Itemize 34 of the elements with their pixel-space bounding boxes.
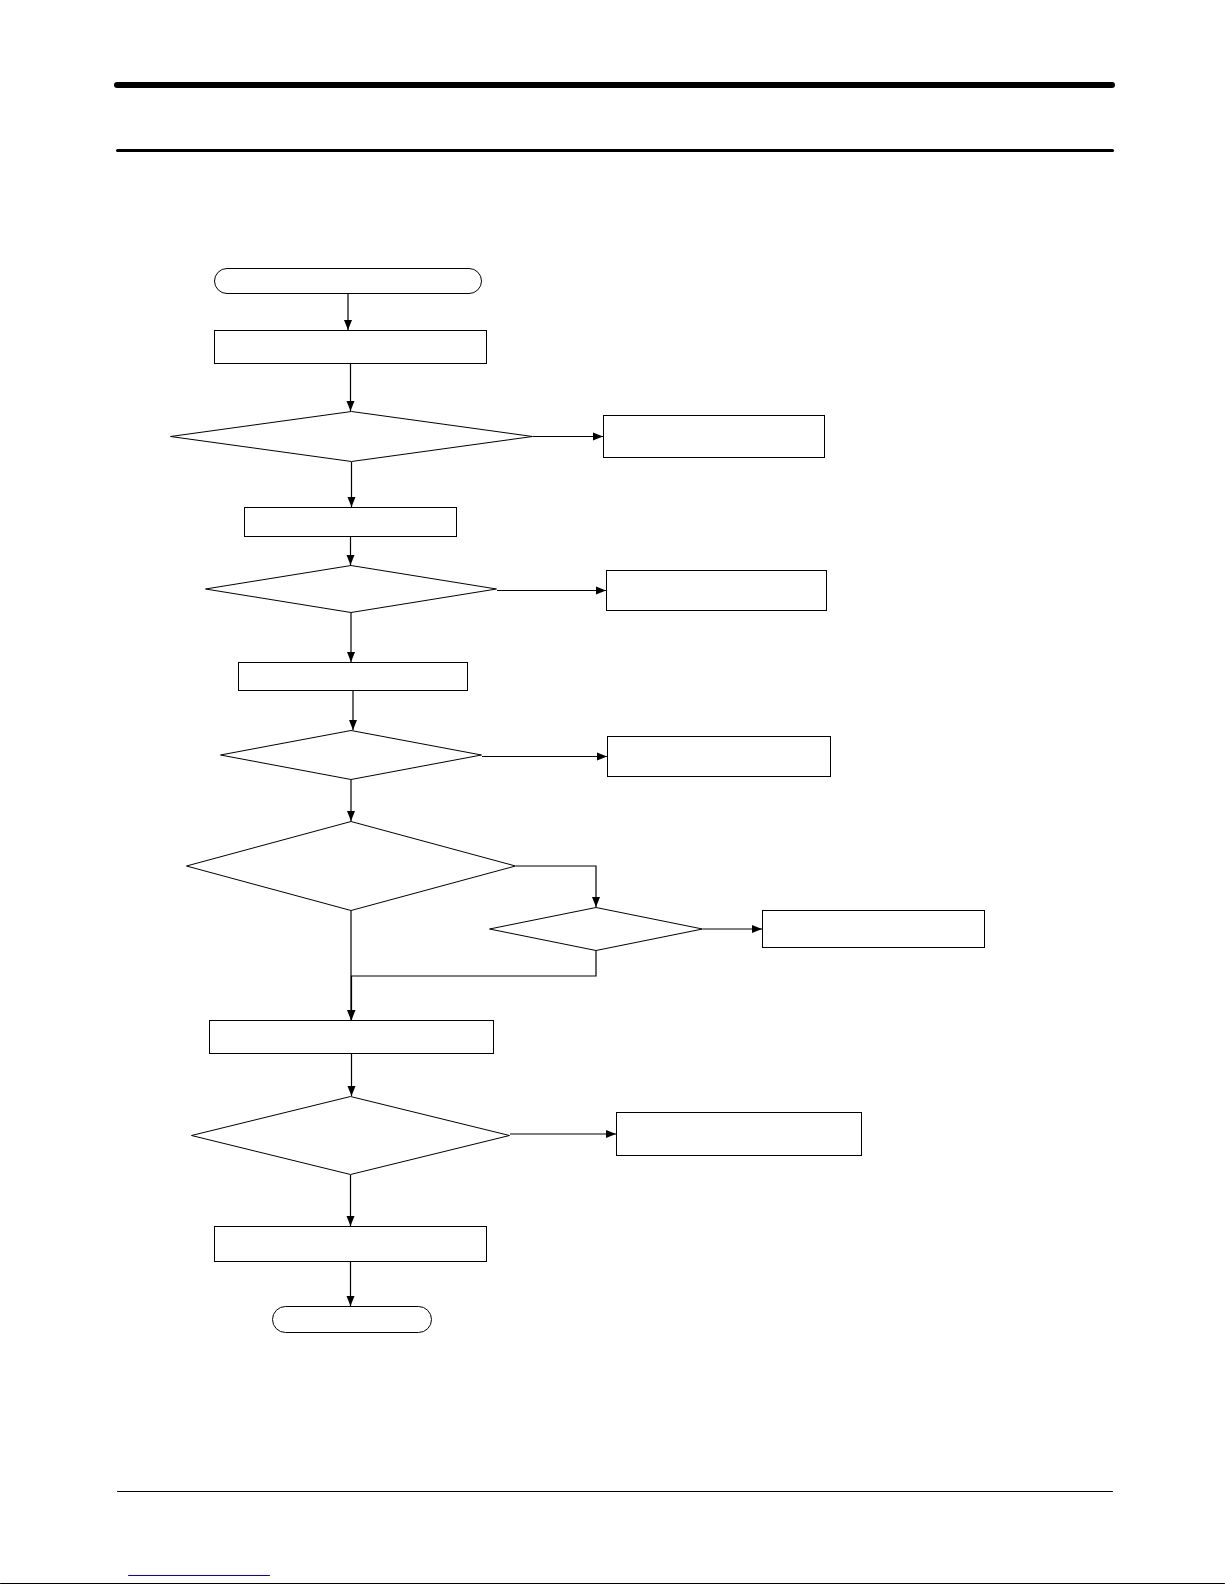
arrow xyxy=(509,1130,617,1138)
process-box xyxy=(603,415,825,458)
arrow xyxy=(347,910,355,1021)
arrow xyxy=(346,1174,355,1227)
arrow xyxy=(346,1261,355,1307)
arrow xyxy=(346,363,355,412)
process-box xyxy=(209,1020,494,1054)
arrow xyxy=(481,752,608,761)
arrow xyxy=(347,779,355,822)
process-box xyxy=(616,1112,862,1156)
process-box xyxy=(607,736,831,777)
decision-diamond xyxy=(220,730,482,780)
arrow xyxy=(344,293,352,331)
decision-diamond xyxy=(186,821,516,911)
decision-diamond xyxy=(170,411,533,462)
arrow xyxy=(347,950,597,1021)
arrow xyxy=(347,1053,356,1097)
arrow xyxy=(347,612,355,663)
process-box xyxy=(606,570,827,611)
arrow xyxy=(532,432,604,441)
process-box xyxy=(238,662,468,691)
arrow xyxy=(347,461,356,508)
arrow xyxy=(496,586,607,595)
arrow xyxy=(702,925,763,933)
arrow xyxy=(349,690,357,731)
process-box xyxy=(214,1226,487,1262)
process-box xyxy=(762,910,985,948)
decision-diamond xyxy=(489,907,703,951)
decision-diamond xyxy=(205,565,497,613)
process-box xyxy=(244,507,457,537)
decision-diamond xyxy=(191,1096,510,1175)
process-box xyxy=(214,330,487,364)
arrow xyxy=(515,865,600,908)
arrow xyxy=(346,536,355,566)
